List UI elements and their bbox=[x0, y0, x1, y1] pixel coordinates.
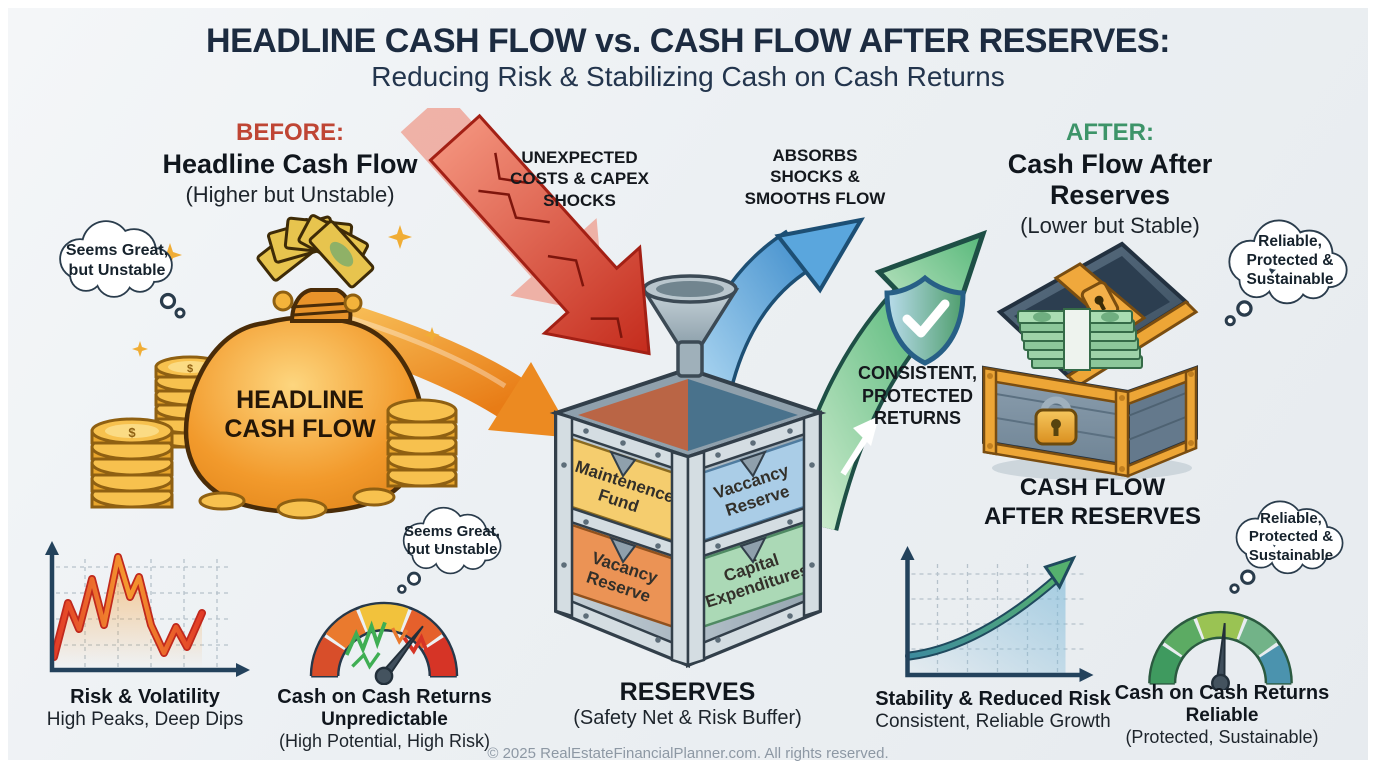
svg-text:$: $ bbox=[187, 363, 193, 375]
bubble-seems-great-left: Seems Great, but Unstable bbox=[42, 207, 192, 322]
before-heading-block: BEFORE: Headline Cash Flow (Higher but U… bbox=[135, 119, 445, 208]
smooth-flow-arrow bbox=[683, 217, 865, 400]
shock-arrow bbox=[400, 108, 651, 356]
reserves-caption: RESERVES (Safety Net & Risk Buffer) bbox=[573, 678, 802, 729]
risk-gauge bbox=[309, 601, 459, 685]
cash-bills bbox=[256, 214, 375, 289]
reserves-box-illustration: MaintenenceFund VacancyReserve VaccancyR… bbox=[549, 366, 827, 668]
before-kicker: BEFORE: bbox=[236, 119, 344, 146]
volatility-chart-caption: Risk & Volatility High Peaks, Deep Dips bbox=[46, 686, 244, 730]
sparkle-icon bbox=[132, 225, 440, 357]
chest-label: CASH FLOW AFTER RESERVES bbox=[984, 474, 1201, 530]
after-heading-block: AFTER: Cash Flow After Reserves (Lower b… bbox=[945, 119, 1275, 239]
bag-label: HEADLINE CASH FLOW bbox=[224, 386, 376, 443]
svg-text:$: $ bbox=[128, 425, 136, 440]
money-bag-illustration: $ bbox=[90, 214, 458, 520]
treasure-chest-illustration bbox=[982, 241, 1199, 480]
cash-stack bbox=[1017, 308, 1143, 371]
bubble-reliable-top: Reliable, Protected & Sustainable bbox=[1212, 207, 1364, 332]
bubble-reliable-bottom: Reliable, Protected & Sustainable bbox=[1218, 488, 1363, 600]
coin-stack-right bbox=[386, 398, 458, 488]
loose-coins bbox=[198, 487, 396, 520]
shock-arrow-label: UNEXPECTED COSTS & CAPEX SHOCKS bbox=[510, 148, 649, 210]
stability-chart-caption: Stability & Reduced Risk Consistent, Rel… bbox=[875, 688, 1111, 732]
page-title: HEADLINE CASH FLOW vs. CASH FLOW AFTER R… bbox=[206, 22, 1170, 60]
shield-check-icon bbox=[884, 274, 966, 366]
thought-bubble-icon bbox=[59, 220, 186, 319]
absorb-label: ABSORBS SHOCKS & SMOOTHS FLOW bbox=[744, 146, 886, 208]
thought-bubble-icon bbox=[1224, 219, 1348, 327]
reserve-panels: MaintenenceFund VacancyReserve VaccancyR… bbox=[570, 437, 811, 629]
up-arrow-icon bbox=[840, 416, 879, 476]
thought-bubble-icon bbox=[1229, 500, 1344, 594]
copyright-footer: © 2025 RealEstateFinancialPlanner.com. A… bbox=[487, 745, 889, 762]
chest-base bbox=[982, 365, 1198, 478]
consistent-returns-label: CONSISTENT, PROTECTED RETURNS bbox=[857, 363, 977, 428]
padlock-icon bbox=[1034, 396, 1078, 446]
after-note: (Lower but Stable) bbox=[1020, 213, 1200, 238]
coin-stack-front: $ bbox=[90, 417, 174, 509]
before-note: (Higher but Unstable) bbox=[185, 182, 395, 207]
before-heading: Headline Cash Flow bbox=[162, 149, 418, 179]
bubble-seems-great-center: Seems Great, but Unstable bbox=[388, 495, 518, 600]
volatility-chart bbox=[45, 541, 250, 677]
rivets bbox=[561, 428, 815, 643]
stability-chart bbox=[900, 546, 1094, 682]
page-subtitle: Reducing Risk & Stabilizing Cash on Cash… bbox=[371, 61, 1005, 92]
reliable-gauge-caption: Cash on Cash Returns Reliable (Protected… bbox=[1114, 682, 1330, 747]
crack-lines bbox=[478, 152, 623, 339]
after-kicker: AFTER: bbox=[1066, 119, 1154, 146]
risk-gauge-caption: Cash on Cash Returns Unpredictable (High… bbox=[277, 686, 492, 751]
reliable-gauge bbox=[1148, 610, 1293, 690]
after-heading: Cash Flow After Reserves bbox=[1007, 149, 1213, 210]
thought-bubble-icon bbox=[397, 506, 502, 594]
